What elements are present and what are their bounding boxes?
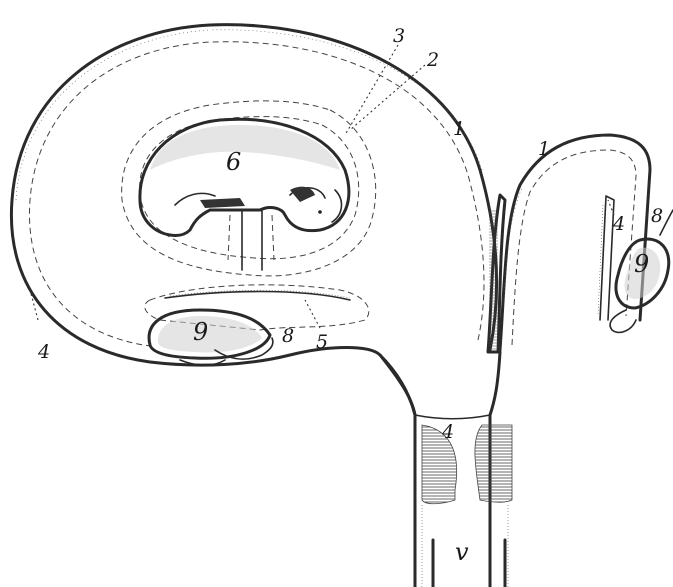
right-horn xyxy=(500,135,650,350)
label-8-left: 8 xyxy=(282,325,294,347)
label-9-right: 9 xyxy=(634,250,649,278)
outer-membrane xyxy=(11,25,496,415)
label-4-left: 4 xyxy=(37,341,50,363)
label-6: 6 xyxy=(226,148,241,176)
label-4-right: 4 xyxy=(612,213,625,235)
label-5: 5 xyxy=(316,331,328,353)
leader-lines xyxy=(30,45,614,328)
label-9-left: 9 xyxy=(193,318,208,346)
lower-sac xyxy=(145,285,369,365)
label-1-right: 1 xyxy=(538,138,550,160)
label-8-right: 8 xyxy=(651,205,663,227)
label-2: 2 xyxy=(426,49,439,71)
inner-chamber xyxy=(122,101,376,276)
label-4-bottom: 4 xyxy=(441,421,454,443)
label-1-top: 1 xyxy=(453,118,465,140)
cervix-canal xyxy=(380,352,512,587)
label-v: v xyxy=(455,538,469,566)
label-3: 3 xyxy=(393,25,405,47)
